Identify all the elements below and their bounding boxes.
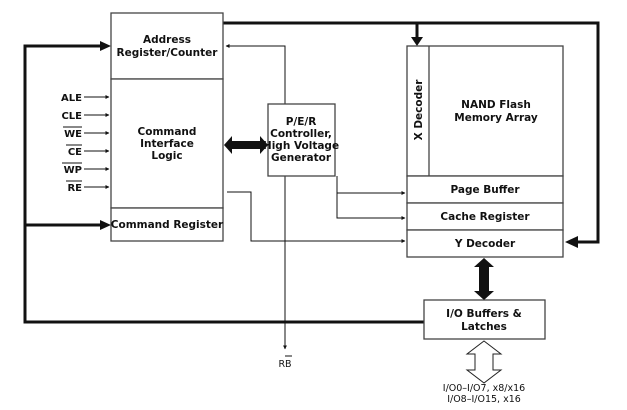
command-interface-block: Command Interface Logic <box>110 78 224 209</box>
ydecoder-io-bidirectional-arrow <box>474 258 494 300</box>
control-signal-arrows <box>84 95 110 189</box>
per-controller-block: P/E/R Controller, High Voltage Generator <box>263 103 339 177</box>
nand-array-block: X Decoder NAND Flash Memory Array <box>406 45 564 177</box>
io-buffers-label-2: Latches <box>461 321 507 333</box>
y-decoder-label: Y Decoder <box>454 238 516 250</box>
io-bus-left <box>23 44 424 324</box>
address-bus-top <box>223 21 600 244</box>
command-interface-label-2: Interface <box>140 138 194 150</box>
command-arrowhead <box>100 220 111 230</box>
per-to-cache-line <box>336 193 406 220</box>
y-decoder-arrowhead <box>565 236 578 248</box>
cache-register-block: Cache Register <box>406 202 564 231</box>
signal-ce: CE <box>68 147 82 158</box>
command-interface-label-1: Command <box>138 126 197 138</box>
y-decoder-block: Y Decoder <box>406 229 564 258</box>
signal-we: WE <box>64 129 82 140</box>
io-pins-label-2: I/O8–I/O15, x16 <box>447 394 521 405</box>
per-to-pagebuffer-line <box>336 176 406 195</box>
address-register-block: Address Register/Counter <box>110 12 224 80</box>
cil-to-ydecoder-line <box>227 191 406 243</box>
command-register-block: Command Register <box>110 207 224 242</box>
io-buffers-label-1: I/O Buffers & <box>446 308 522 320</box>
address-register-label-2: Register/Counter <box>117 47 219 59</box>
per-label-2: Controller, <box>270 128 332 140</box>
io-pins-hollow-arrow <box>465 340 503 384</box>
io-buffers-block: I/O Buffers & Latches <box>423 299 546 340</box>
per-label-1: P/E/R <box>286 116 317 128</box>
io-pins-label-1: I/O0–I/O7, x8/x16 <box>443 383 525 394</box>
per-label-4: Generator <box>271 152 332 164</box>
x-decoder-arrowhead <box>411 37 423 46</box>
address-register-label-1: Address <box>143 34 191 46</box>
per-label-3: High Voltage <box>263 140 339 152</box>
command-register-label: Command Register <box>111 219 224 231</box>
signal-cle: CLE <box>61 111 82 122</box>
signal-ale: ALE <box>61 93 82 104</box>
rb-label: RB <box>278 359 291 370</box>
address-arrowhead <box>100 41 111 51</box>
memory-array-label-1: NAND Flash <box>461 99 531 111</box>
page-buffer-label: Page Buffer <box>450 184 520 196</box>
control-signal-labels: ALE CLE WE CE WP RE <box>61 93 82 194</box>
page-buffer-block: Page Buffer <box>406 175 564 204</box>
cache-register-label: Cache Register <box>440 211 530 223</box>
cil-per-bidirectional-arrow <box>224 136 268 154</box>
x-decoder-label: X Decoder <box>413 79 425 141</box>
signal-re: RE <box>67 183 82 194</box>
signal-wp: WP <box>64 165 82 176</box>
command-interface-label-3: Logic <box>151 150 182 162</box>
per-to-address-line <box>225 44 286 104</box>
memory-array-label-2: Memory Array <box>454 112 538 124</box>
